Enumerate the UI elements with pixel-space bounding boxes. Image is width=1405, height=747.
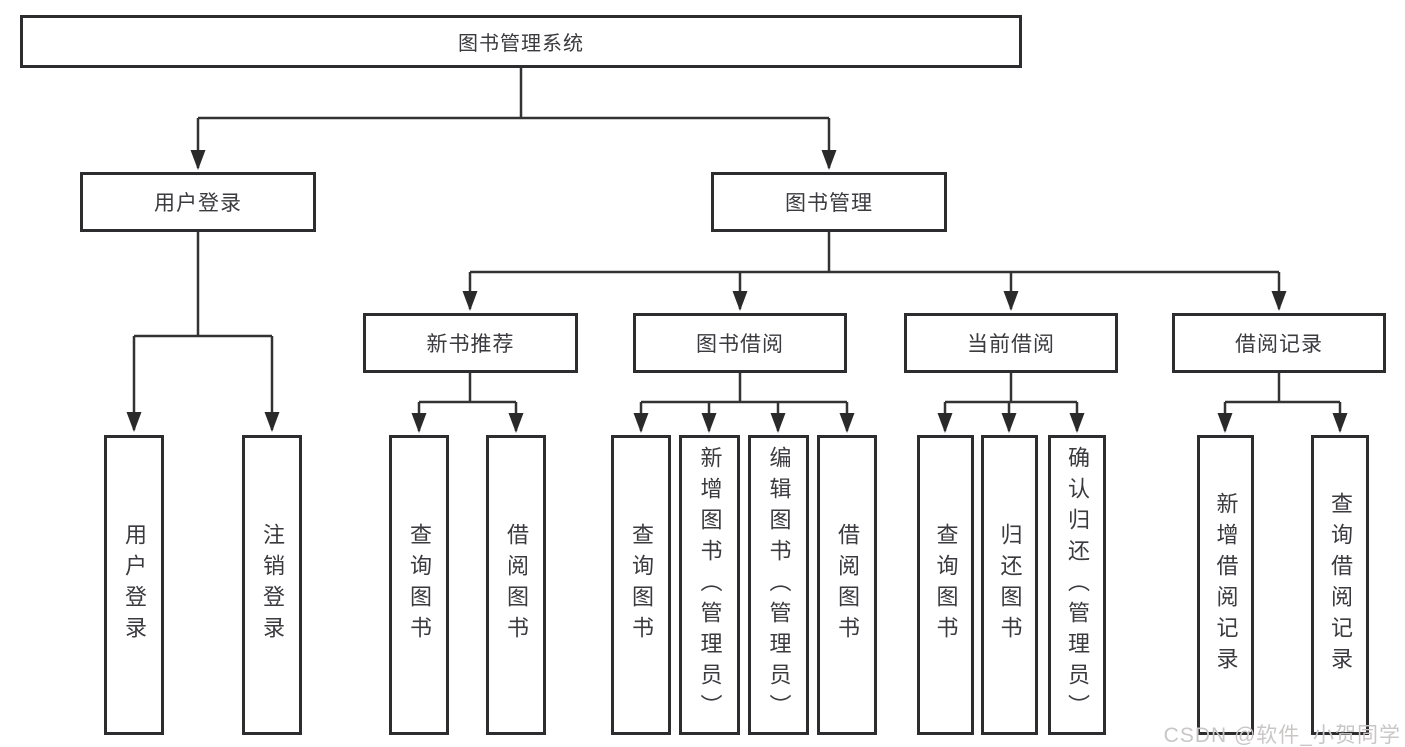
- leaf-borrow-books-1: 借阅图书: [486, 435, 546, 735]
- node-new-book-rec: 新书推荐: [363, 313, 578, 373]
- leaf-confirm-return-admin: 确认归还（管理员）: [1048, 435, 1106, 735]
- node-book-mgmt: 图书管理: [711, 172, 947, 232]
- leaf-query-books-2: 查询图书: [611, 435, 671, 735]
- leaf-add-book-admin: 新增图书（管理员）: [679, 435, 740, 735]
- node-current-borrow: 当前借阅: [904, 313, 1118, 373]
- leaf-query-books-1: 查询图书: [389, 435, 449, 735]
- leaf-query-books-3: 查询图书: [917, 435, 974, 735]
- node-borrow-records: 借阅记录: [1172, 313, 1386, 373]
- leaf-borrow-books-2: 借阅图书: [817, 435, 877, 735]
- leaf-return-book: 归还图书: [981, 435, 1038, 735]
- node-user-login: 用户登录: [80, 172, 316, 232]
- leaf-edit-book-admin: 编辑图书（管理员）: [748, 435, 809, 735]
- leaf-query-borrow-record: 查询借阅记录: [1311, 435, 1369, 735]
- leaf-add-borrow-record: 新增借阅记录: [1197, 435, 1254, 735]
- leaf-user-login: 用户登录: [104, 435, 164, 735]
- node-root: 图书管理系统: [20, 15, 1022, 68]
- node-book-borrow: 图书借阅: [633, 313, 847, 373]
- watermark: CSDN @软件_小贺同学: [1163, 724, 1401, 747]
- leaf-logout: 注销登录: [242, 435, 302, 735]
